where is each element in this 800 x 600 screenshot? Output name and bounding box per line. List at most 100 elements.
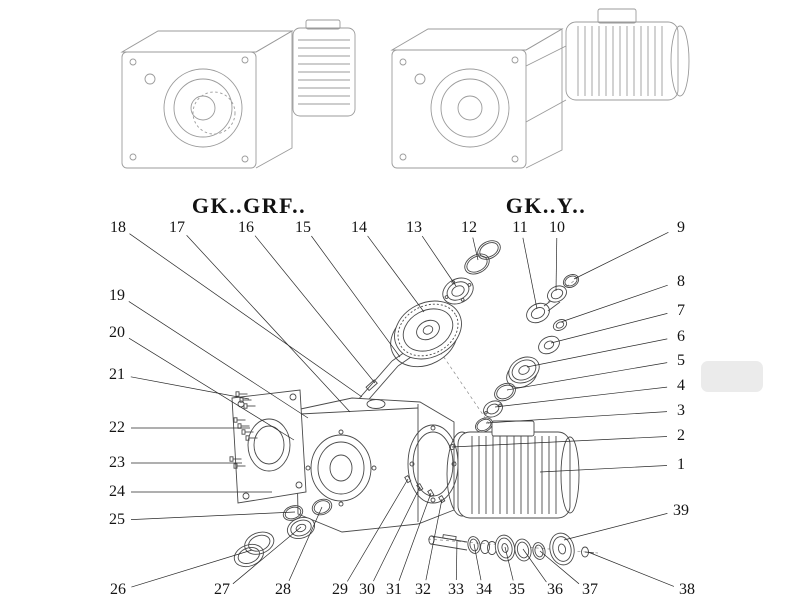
leader-line-19 [128, 301, 309, 419]
callout-9: 9 [677, 219, 685, 236]
leader-lines [128, 231, 675, 588]
shim-ring-stack [233, 531, 275, 568]
leader-line-32 [425, 498, 443, 581]
mounting-flange-plate [231, 389, 307, 504]
retaining-rings [464, 240, 501, 275]
leader-line-21 [130, 376, 250, 400]
leader-line-27 [232, 526, 302, 585]
leader-line-36 [522, 548, 547, 583]
leader-line-28 [288, 506, 323, 582]
leader-line-4 [494, 386, 668, 408]
callout-37: 37 [582, 581, 598, 598]
seal-ring-left [311, 498, 333, 516]
snap-ring [475, 417, 493, 433]
assembled-grf-drawing [120, 19, 356, 169]
callout-23: 23 [109, 454, 125, 471]
callout-26: 26 [110, 581, 126, 598]
model-heading-grf: GK..GRF.. [191, 193, 307, 218]
callout-31: 31 [386, 581, 402, 598]
leader-line-7 [550, 313, 668, 344]
lower-bearing [483, 400, 503, 418]
spacer-ring [494, 382, 516, 402]
leader-line-26 [131, 549, 253, 588]
leader-line-39 [563, 513, 668, 541]
model-heading-y: GK..Y.. [505, 193, 587, 218]
leader-line-9 [573, 231, 669, 280]
leader-line-30 [373, 486, 421, 582]
callout-29: 29 [332, 581, 348, 598]
bevel-gear [538, 335, 560, 355]
leader-line-35 [504, 546, 514, 581]
leader-line-3 [485, 411, 668, 424]
callout-39: 39 [673, 502, 689, 519]
callout-19: 19 [109, 287, 125, 304]
leader-line-14 [367, 235, 425, 313]
callout-38: 38 [679, 581, 695, 598]
callout-11: 11 [512, 219, 528, 236]
small-gear [506, 356, 540, 388]
callout-30: 30 [359, 581, 375, 598]
output-shaft-assembly [428, 532, 595, 566]
leader-line-11 [522, 237, 538, 310]
leader-line-12 [472, 237, 479, 261]
callout-25: 25 [109, 511, 125, 528]
callout-13: 13 [406, 219, 422, 236]
callout-34: 34 [476, 581, 492, 598]
callout-2: 2 [677, 427, 685, 444]
exploded-view-drawing [229, 240, 599, 568]
callout-27: 27 [214, 581, 230, 598]
callout-24: 24 [109, 483, 125, 500]
leader-line-5 [506, 362, 668, 391]
callout-18: 18 [110, 219, 126, 236]
callout-28: 28 [275, 581, 291, 598]
callout-7: 7 [677, 302, 685, 319]
motor [446, 420, 580, 519]
leader-line-34 [473, 543, 482, 581]
callout-4: 4 [677, 377, 685, 394]
leader-line-38 [587, 551, 675, 587]
callout-1: 1 [677, 456, 685, 473]
leader-line-29 [346, 478, 409, 582]
assembled-y-drawing [390, 8, 690, 169]
leader-line-37 [539, 550, 580, 585]
leader-line-6 [526, 338, 668, 368]
callout-10: 10 [549, 219, 565, 236]
assembled-motor [525, 8, 690, 123]
callout-17: 17 [169, 219, 185, 236]
watermark-blob [701, 361, 763, 392]
leader-line-16 [254, 235, 376, 384]
callout-36: 36 [547, 581, 563, 598]
leader-line-15 [311, 235, 401, 358]
leader-line-33 [455, 539, 458, 581]
leader-line-17 [186, 235, 351, 413]
callout-5: 5 [677, 352, 685, 369]
callout-21: 21 [109, 366, 125, 383]
callout-22: 22 [109, 419, 125, 436]
flange-fasteners [404, 475, 446, 504]
callout-35: 35 [509, 581, 525, 598]
large-helical-gear [390, 300, 462, 368]
leader-line-25 [130, 511, 296, 520]
callout-20: 20 [109, 324, 125, 341]
callout-16: 16 [238, 219, 254, 236]
leader-line-18 [129, 233, 363, 398]
callout-6: 6 [677, 328, 685, 345]
input-pinion-cluster [526, 274, 580, 331]
callout-3: 3 [677, 402, 685, 419]
callout-33: 33 [448, 581, 464, 598]
callout-8: 8 [677, 273, 685, 290]
leader-line-20 [128, 337, 295, 441]
leader-line-10 [555, 237, 558, 292]
snap-ring-left [282, 505, 304, 521]
leader-line-31 [398, 492, 432, 581]
callout-12: 12 [461, 219, 477, 236]
callout-15: 15 [295, 219, 311, 236]
gear-housing [295, 397, 459, 533]
leader-line-2 [451, 436, 668, 448]
leader-line-13 [421, 235, 457, 287]
callout-32: 32 [415, 581, 431, 598]
leader-line-8 [560, 284, 668, 323]
leader-line-1 [539, 465, 668, 473]
